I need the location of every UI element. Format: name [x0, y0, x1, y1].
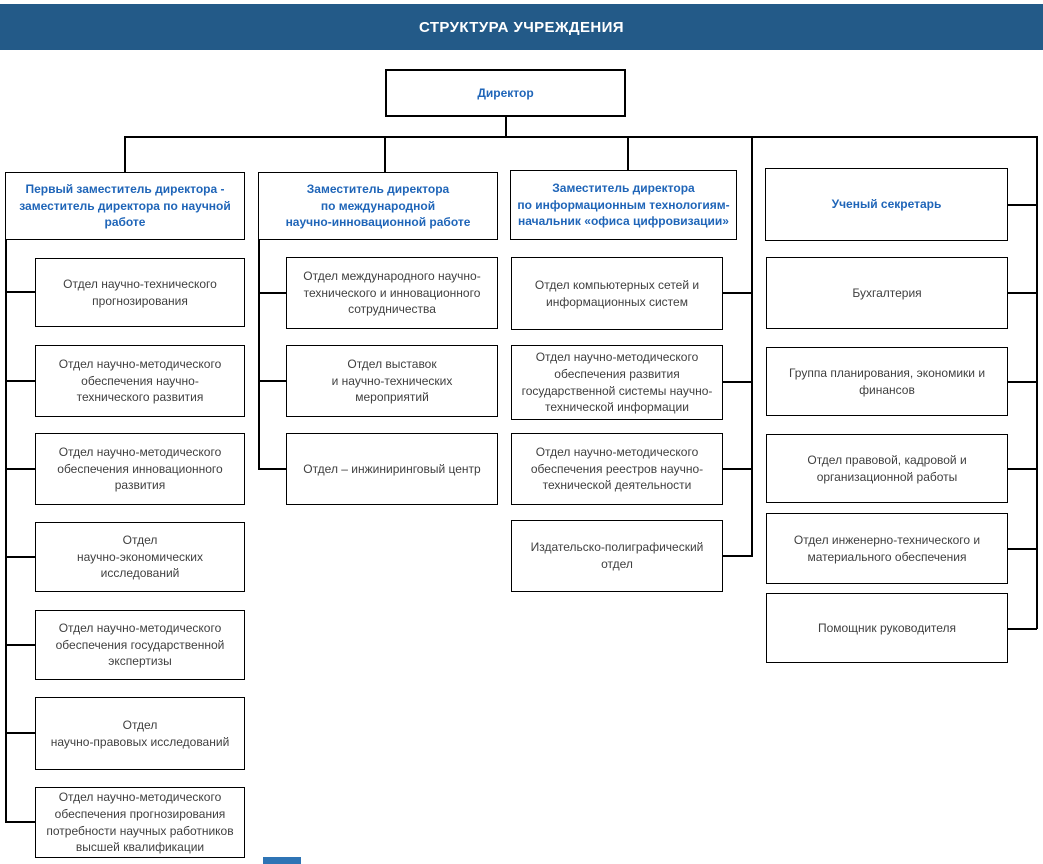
org-unit-box: Бухгалтерия: [766, 257, 1008, 329]
connector-col1-spine: [5, 240, 7, 823]
connector-stub: [5, 556, 35, 558]
org-unit-box: Издательско-полиграфический отдел: [511, 520, 723, 592]
connector-drop-col3: [627, 136, 629, 170]
connector-col3-spine: [751, 136, 753, 557]
connector-stub: [5, 380, 35, 382]
org-unit-box: Отдел научно-методического обеспечения н…: [35, 345, 245, 417]
org-unit-box: Отдел научно-правовых исследований: [35, 697, 245, 770]
org-unit-box: Отдел – инжиниринговый центр: [286, 433, 498, 505]
connector-stub: [723, 381, 752, 383]
connector-main-rail: [124, 136, 1037, 138]
connector-col4-spine: [1036, 136, 1038, 629]
column-header-it-deputy: Заместитель директора по информационным …: [510, 170, 737, 240]
org-unit-box: Отдел научно-методического обеспечения п…: [35, 787, 245, 858]
connector-stub: [5, 644, 35, 646]
connector-stub: [1008, 204, 1037, 206]
connector-stub: [5, 821, 35, 823]
connector-stub: [1008, 628, 1037, 630]
connector-stub: [258, 468, 286, 470]
column-header-international-deputy: Заместитель директора по международной н…: [258, 172, 498, 240]
column-header-scientific-secretary: Ученый секретарь: [765, 168, 1008, 241]
org-unit-box: Отдел инженерно-технического и материаль…: [766, 513, 1008, 584]
connector-stub: [258, 380, 286, 382]
connector-stub: [1008, 292, 1037, 294]
connector-stub: [5, 732, 35, 734]
cropped-fragment: [263, 857, 301, 864]
connector-stub: [1008, 468, 1037, 470]
org-unit-box: Отдел научно-технического прогнозировани…: [35, 258, 245, 327]
connector-stub: [1008, 548, 1037, 550]
org-unit-box: Отдел научно-экономических исследований: [35, 522, 245, 592]
connector-stub: [1008, 381, 1037, 383]
org-unit-box: Отдел международного научно- техническог…: [286, 257, 498, 329]
org-unit-box: Отдел выставок и научно-технических меро…: [286, 345, 498, 417]
connector-drop-col1: [124, 136, 126, 172]
org-unit-box: Помощник руководителя: [766, 593, 1008, 663]
org-unit-box: Группа планирования, экономики и финансо…: [766, 347, 1008, 416]
connector-stub: [258, 292, 286, 294]
org-unit-box: Отдел правовой, кадровой и организационн…: [766, 434, 1008, 503]
connector-col2-spine: [258, 240, 260, 470]
column-header-first-deputy-director: Первый заместитель директора - заместите…: [5, 172, 245, 240]
connector-stub: [5, 291, 35, 293]
title-banner: СТРУКТУРА УЧРЕЖДЕНИЯ: [0, 4, 1043, 50]
connector-stub: [5, 468, 35, 470]
connector-stub: [723, 468, 752, 470]
page-title: СТРУКТУРА УЧРЕЖДЕНИЯ: [419, 18, 624, 36]
connector-drop-col2: [384, 136, 386, 172]
org-unit-box: Отдел научно-методического обеспечения и…: [35, 433, 245, 505]
org-unit-box: Отдел компьютерных сетей и информационны…: [511, 257, 723, 330]
connector-stub: [723, 292, 752, 294]
connector-stub: [723, 555, 752, 557]
org-unit-box: Отдел научно-методического обеспечения р…: [511, 345, 723, 420]
director-box: Директор: [385, 69, 626, 117]
connector-director-drop: [505, 117, 507, 137]
org-unit-box: Отдел научно-методического обеспечения г…: [35, 610, 245, 680]
org-unit-box: Отдел научно-методического обеспечения р…: [511, 433, 723, 505]
